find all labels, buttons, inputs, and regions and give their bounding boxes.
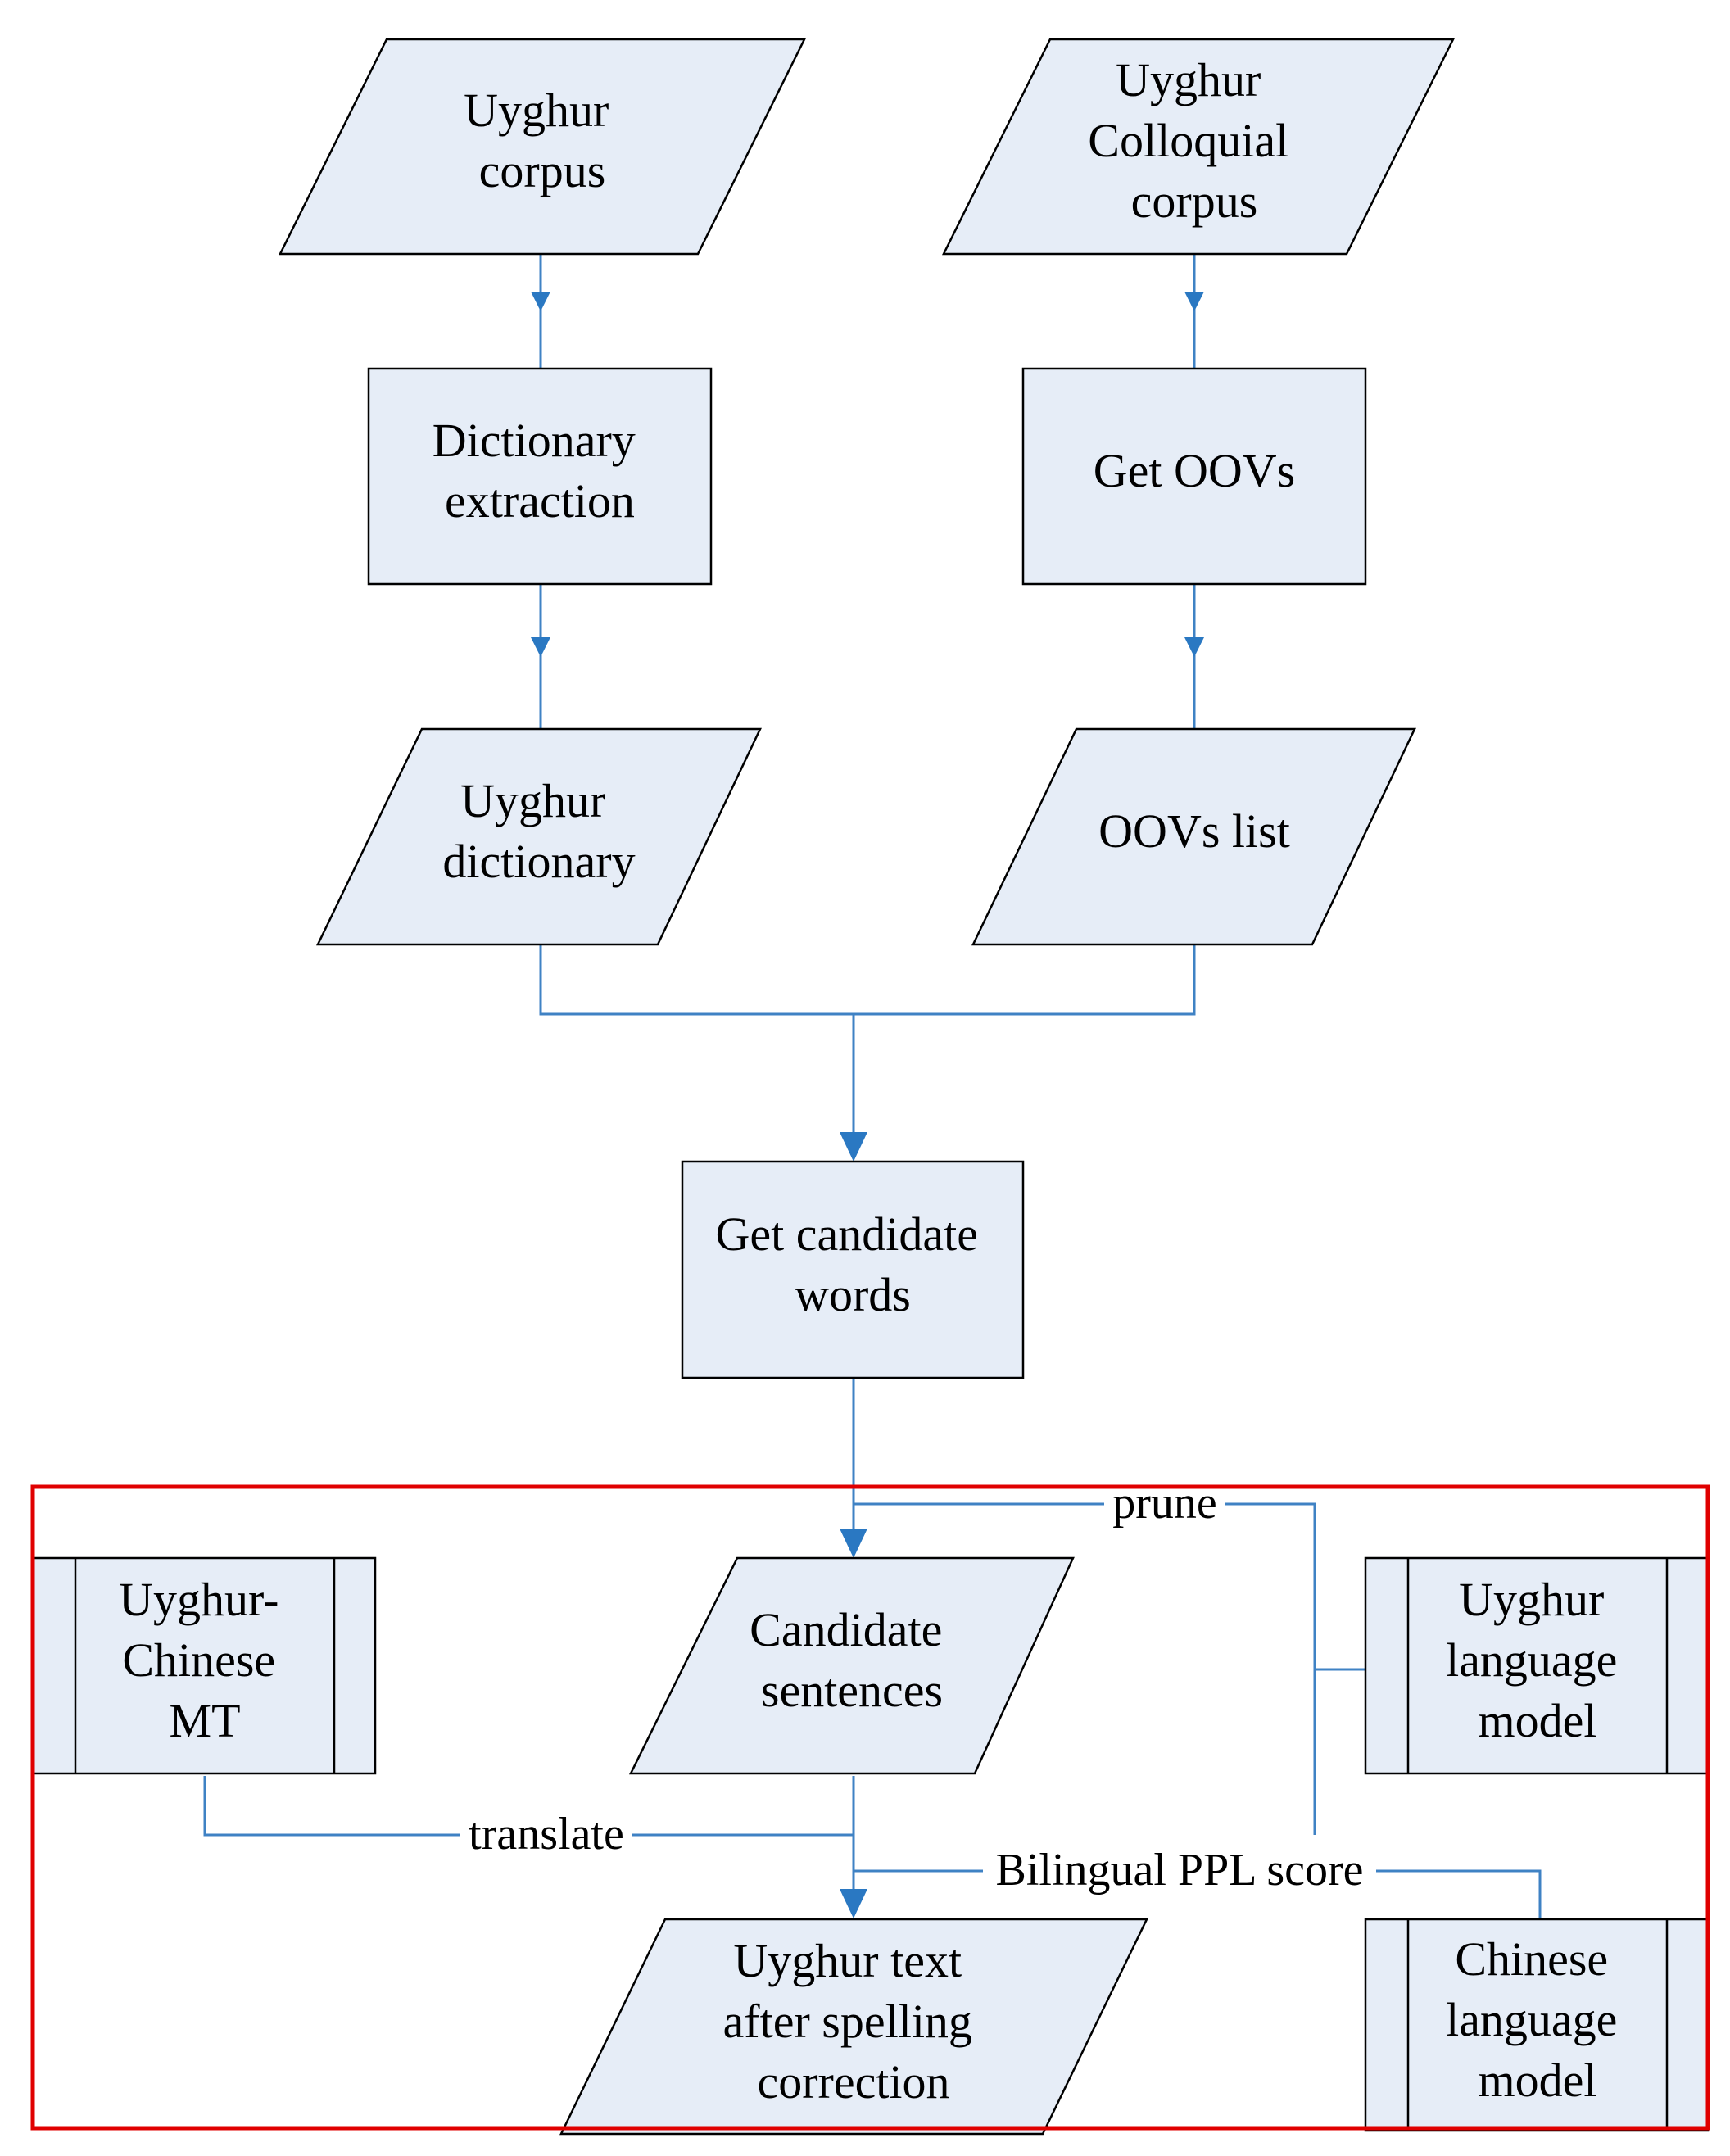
chinese-language-model-line: Chinese — [1455, 1932, 1608, 1986]
candidate-sentences-line: Candidate — [750, 1603, 942, 1656]
svg-text:Get OOVs: Get OOVs — [1094, 444, 1295, 497]
uyghur-dictionary-node: Uyghur dictionary — [316, 727, 762, 946]
get-candidate-words-node: Get candidate words — [681, 1160, 1025, 1379]
chinese-language-model-line: language — [1446, 1993, 1617, 2046]
corrected-text-node: Uyghur text after spelling correction — [559, 1918, 1148, 2136]
svg-text:Uyghur Colloquial: Uyghur Colloquial corpus — [1088, 53, 1300, 228]
bilingual-ppl-score-label: Bilingual PPL score — [995, 1845, 1363, 1896]
dictionary-extraction-line: extraction — [445, 474, 635, 528]
svg-text:Candidate sentences: Candidate sentences — [750, 1603, 954, 1717]
candidate-sentences-node: Candidate sentences — [628, 1556, 1075, 1775]
svg-text:Uyghur- Chinese MT: Uyghur- Chinese MT — [119, 1573, 291, 1747]
arrowhead — [840, 1889, 867, 1918]
edge-labels: prune translate Bilingual PPL score — [460, 1478, 1376, 1896]
dictionary-extraction-node: Dictionary extraction — [367, 367, 713, 586]
get-oovs-line: Get OOVs — [1094, 444, 1295, 497]
arrowhead — [840, 1529, 867, 1558]
corrected-text-line: Uyghur text — [733, 1934, 962, 1987]
uyghur-language-model-line: Uyghur — [1459, 1573, 1604, 1626]
uyghur-chinese-mt-node: Uyghur- Chinese MT — [31, 1556, 377, 1775]
get-candidate-words-line: words — [795, 1268, 911, 1321]
svg-text:OOVs list: OOVs list — [1098, 804, 1290, 858]
uyghur-chinese-mt-line: Uyghur- — [119, 1573, 279, 1626]
colloquial-corpus-line: Colloquial — [1088, 114, 1288, 167]
arrowhead — [531, 637, 550, 657]
uyghur-dictionary-line: dictionary — [442, 835, 635, 888]
svg-text:Dictionary extraction: Dictionary extraction — [432, 414, 648, 528]
translate-label: translate — [469, 1809, 624, 1859]
colloquial-corpus-line: corpus — [1131, 174, 1258, 228]
uyghur-language-model-line: model — [1479, 1694, 1597, 1747]
uyghur-language-model-node: Uyghur language model — [1364, 1556, 1710, 1775]
uyghur-language-model-line: language — [1446, 1633, 1617, 1687]
uyghur-corpus-node: Uyghur corpus — [278, 38, 807, 256]
arrowhead — [840, 1132, 867, 1162]
colloquial-corpus-line: Uyghur — [1116, 53, 1261, 106]
uyghur-colloquial-corpus-node: Uyghur Colloquial corpus — [941, 38, 1456, 256]
uyghur-corpus-line: Uyghur — [464, 84, 609, 137]
candidate-sentences-line: sentences — [761, 1664, 943, 1717]
chinese-language-model-node: Chinese language model — [1364, 1918, 1710, 2132]
arrowhead — [1184, 637, 1204, 657]
arrowhead — [1184, 292, 1204, 311]
highlight-region — [30, 1484, 1710, 2131]
svg-text:Uyghur dictionary: Uyghur dictionary — [442, 774, 635, 888]
uyghur-dictionary-line: Uyghur — [460, 774, 605, 827]
corrected-text-line: after spelling — [723, 1995, 972, 2048]
svg-text:Uyghur corpus: Uyghur corpus — [464, 84, 621, 197]
edge-merge-to-candidate-words — [539, 944, 1196, 1016]
chinese-language-model-line: model — [1479, 2054, 1597, 2107]
uyghur-chinese-mt-line: MT — [170, 1694, 241, 1747]
corrected-text-line: correction — [757, 2055, 949, 2108]
svg-text:Uyghur text after spelli: Uyghur text after spelling correction — [723, 1934, 985, 2108]
svg-text:Uyghur language mo: Uyghur language model — [1446, 1573, 1629, 1747]
svg-text:Chinese language m: Chinese language model — [1446, 1932, 1629, 2107]
svg-text:Get candidate words: Get candidate words — [716, 1207, 990, 1321]
oovs-list-node: OOVs list — [971, 727, 1416, 946]
uyghur-corpus-line: corpus — [479, 144, 606, 197]
get-candidate-words-line: Get candidate — [716, 1207, 978, 1261]
arrowhead — [531, 292, 550, 311]
edge-prune — [854, 1502, 1316, 1835]
dictionary-extraction-line: Dictionary — [432, 414, 636, 467]
edge-translate — [203, 1776, 854, 1837]
get-oovs-node: Get OOVs — [1021, 367, 1367, 586]
uyghur-chinese-mt-line: Chinese — [122, 1633, 275, 1687]
oovs-list-line: OOVs list — [1098, 804, 1290, 858]
